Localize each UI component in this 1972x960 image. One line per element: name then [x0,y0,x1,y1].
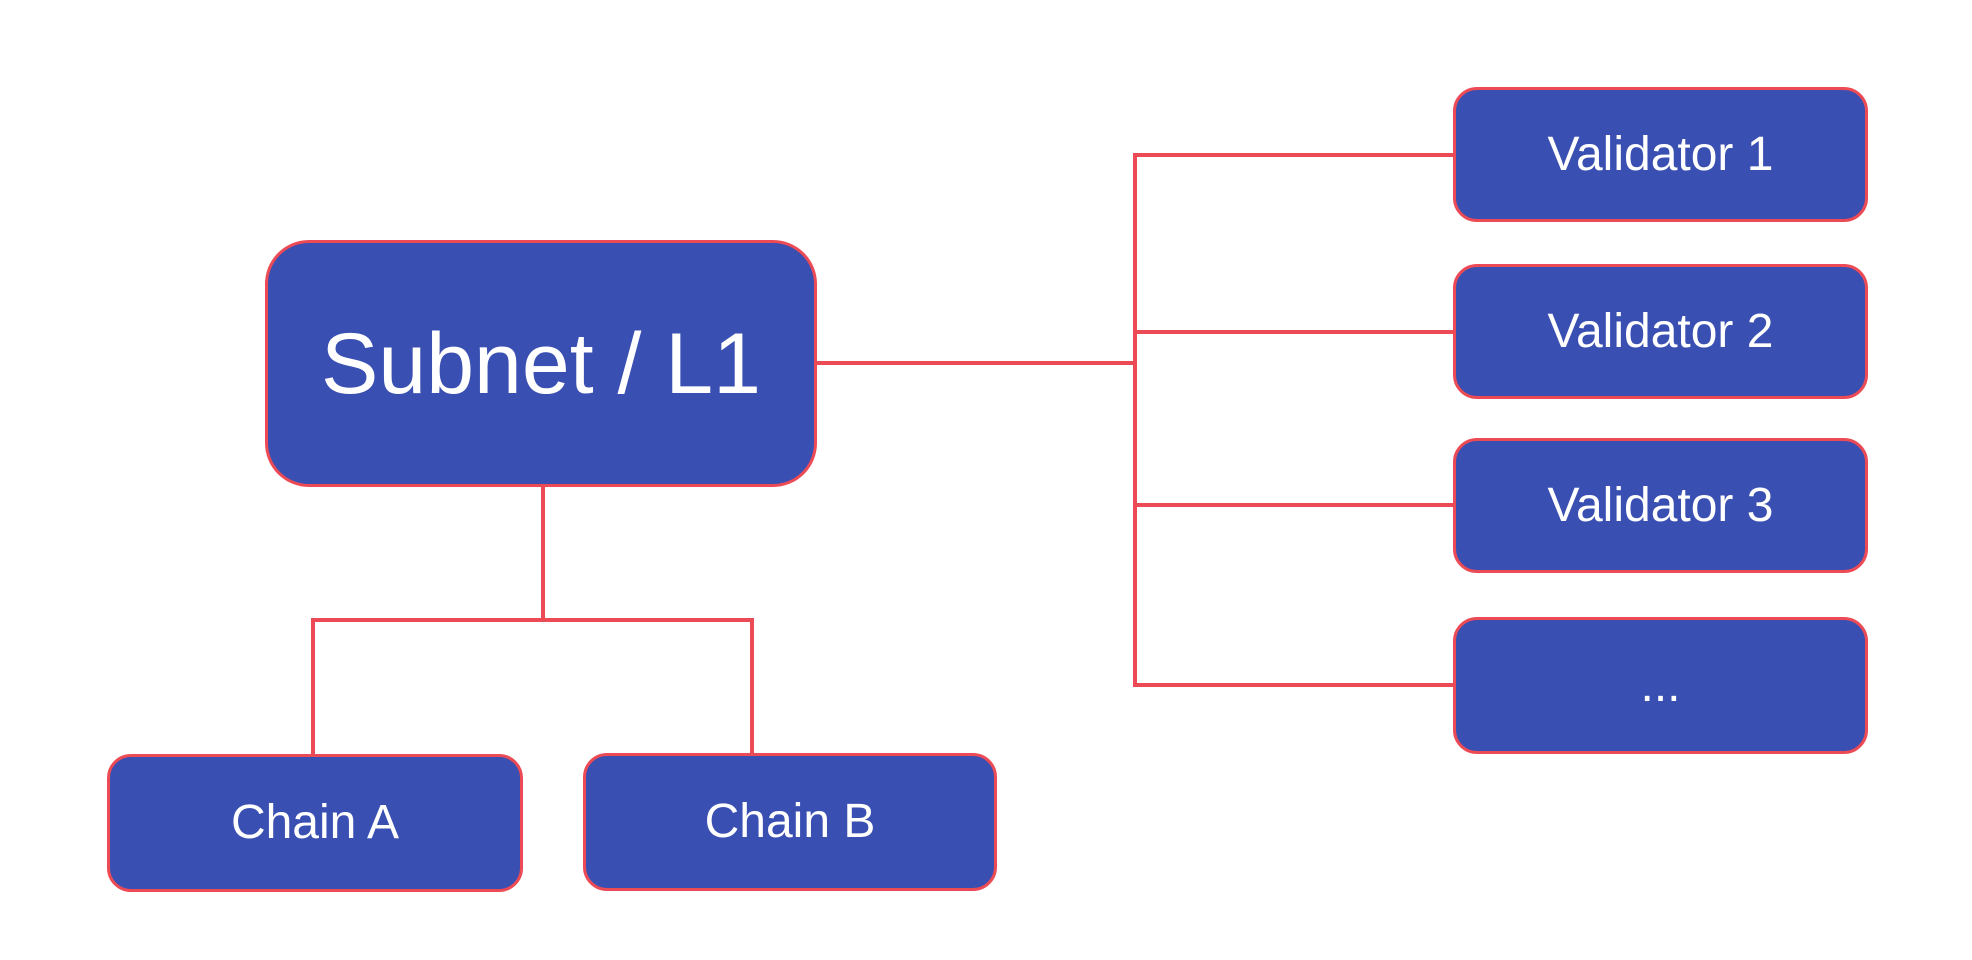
connector-subnet-to-trunk [817,361,1137,365]
node-validator-1: Validator 1 [1453,87,1868,222]
node-validator-3: Validator 3 [1453,438,1868,573]
node-subnet-l1-label: Subnet / L1 [321,315,761,412]
node-chain-a: Chain A [107,754,523,892]
node-validator-more: ... [1453,617,1868,754]
node-chain-b-label: Chain B [704,795,876,848]
connector-branch-validator-3 [1135,503,1455,507]
node-validator-2-label: Validator 2 [1547,304,1774,358]
connector-branch-validator-2 [1135,330,1455,334]
connector-branch-chain-b [750,618,754,757]
node-validator-more-label: ... [1640,658,1681,712]
node-validator-3-label: Validator 3 [1547,478,1774,532]
node-chain-a-label: Chain A [230,796,400,849]
connector-branch-validator-more [1135,683,1455,687]
connector-subnet-down [541,487,545,622]
connector-validator-trunk [1133,153,1137,687]
node-chain-b: Chain B [583,753,997,891]
connector-branch-chain-a [311,618,315,758]
node-subnet-l1: Subnet / L1 [265,240,817,487]
node-validator-1-label: Validator 1 [1547,127,1774,181]
connector-chain-split [311,618,754,622]
connector-branch-validator-1 [1135,153,1455,157]
node-validator-2: Validator 2 [1453,264,1868,399]
